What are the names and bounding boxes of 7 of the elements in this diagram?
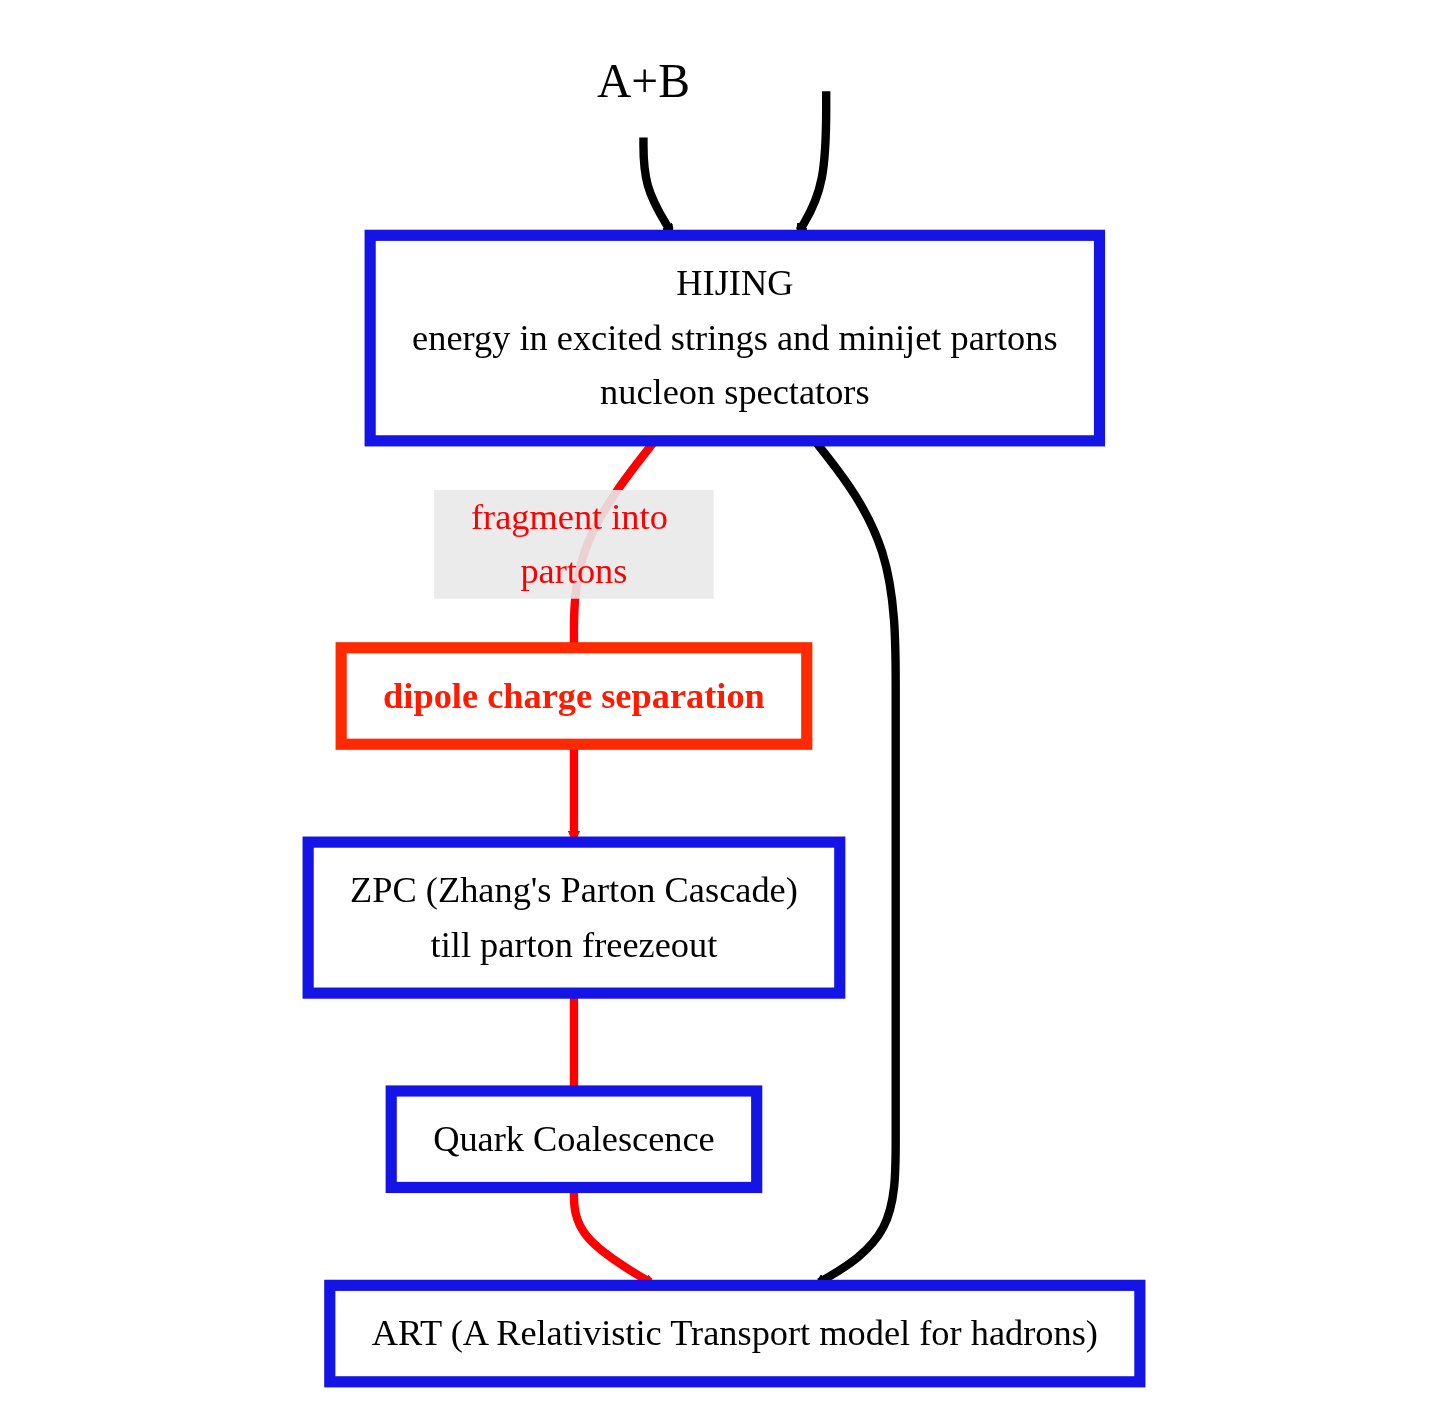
- node-box: HIJING energy in excited strings and minijet partons nucleon spectators: [364, 229, 1105, 447]
- node-text: A+B: [596, 54, 690, 107]
- node-box: Quark Coalescence: [385, 1085, 762, 1194]
- node-box: ZPC (Zhang's Parton Cascade) till parton freezeout: [302, 836, 845, 999]
- node-box: ART (A Relativistic Transport model for hadrons): [323, 1279, 1145, 1388]
- node-box: dipole charge separation: [335, 642, 812, 750]
- edge-label: fragment into partons: [470, 496, 668, 592]
